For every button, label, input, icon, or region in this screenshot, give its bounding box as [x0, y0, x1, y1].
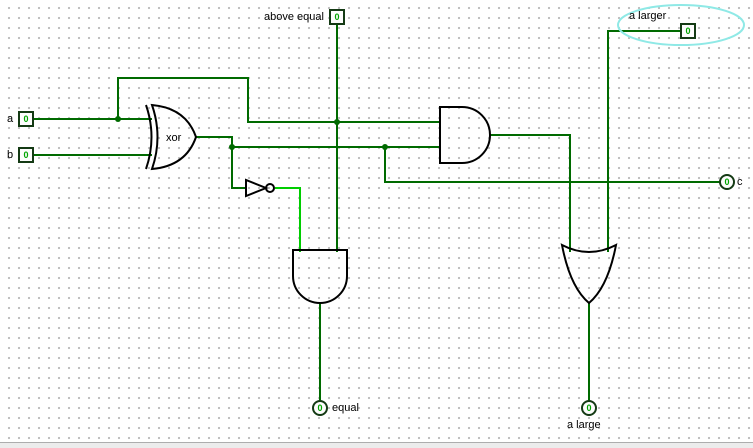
pin-above-equal-value: 0 [334, 12, 340, 22]
label-a: a [7, 113, 14, 125]
wire-and-out-to-or[interactable] [489, 134, 571, 252]
wire-a-larger-to-or[interactable] [607, 30, 680, 252]
canvas-bottom-edge [0, 442, 753, 448]
and-gate-upper[interactable] [439, 106, 491, 164]
pin-a-large-value: 0 [586, 403, 592, 413]
wire-junction [115, 116, 121, 122]
not-gate-bubble [265, 183, 275, 193]
pin-c-value: 0 [724, 177, 730, 187]
annotation-ellipse [617, 4, 745, 46]
pin-equal[interactable]: 0 [312, 400, 328, 416]
label-equal: equal [332, 402, 359, 414]
wire-xor-out-to-not[interactable] [196, 136, 245, 189]
wire-a-branch-to-and[interactable] [117, 77, 440, 123]
pin-above-equal[interactable]: 0 [329, 9, 345, 25]
pin-a-value: 0 [23, 114, 29, 124]
xor-gate-label: xor [166, 132, 182, 144]
pin-equal-value: 0 [317, 403, 323, 413]
pin-b-value: 0 [23, 150, 29, 160]
label-above-equal: above equal [264, 11, 324, 23]
label-c: c [737, 176, 743, 188]
label-a-large: a large [567, 419, 601, 431]
not-gate[interactable] [245, 178, 269, 198]
label-b: b [7, 149, 14, 161]
wire-xor-to-pin-c[interactable] [384, 147, 721, 183]
or-gate[interactable] [560, 243, 618, 305]
xor-gate[interactable] [150, 103, 198, 171]
wire-junction [382, 144, 388, 150]
pin-b[interactable]: 0 [18, 147, 34, 163]
pin-a-large[interactable]: 0 [581, 400, 597, 416]
pin-a-larger-value: 0 [685, 26, 691, 36]
pin-c[interactable]: 0 [719, 174, 735, 190]
label-a-larger: a larger [629, 10, 667, 22]
wire-junction [229, 144, 235, 150]
wire-junction [334, 119, 340, 125]
pin-a-larger[interactable]: 0 [680, 23, 696, 39]
and-gate-lower[interactable] [292, 249, 348, 304]
xor-gate-back-arc [145, 104, 153, 170]
wire-not-out-to-and2[interactable] [275, 187, 301, 252]
pin-a[interactable]: 0 [18, 111, 34, 127]
